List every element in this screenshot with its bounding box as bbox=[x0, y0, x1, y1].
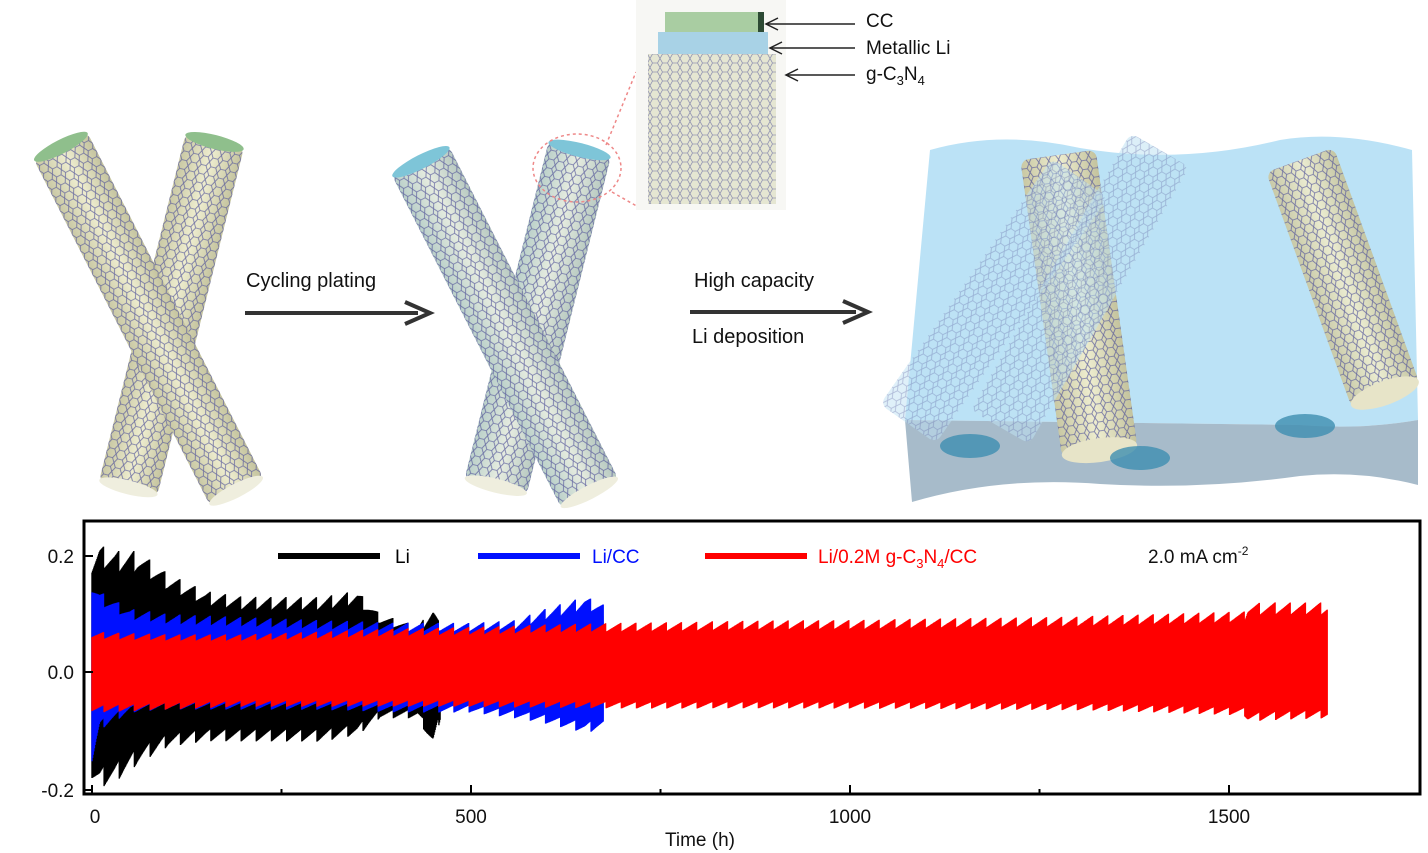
li-deposition-illustration bbox=[883, 135, 1419, 502]
legend-label-li-cc: Li/CC bbox=[592, 547, 640, 568]
step2-label-line2: Li deposition bbox=[692, 326, 805, 348]
legend-label-li: Li bbox=[395, 547, 410, 568]
series-band-0 bbox=[91, 546, 441, 787]
series-1 bbox=[91, 592, 604, 762]
series-fill-1 bbox=[92, 597, 604, 747]
callout-gcn: g-C3N4 bbox=[866, 64, 925, 88]
y-tick-label: 0.2 bbox=[48, 547, 74, 568]
x-axis-label: Time (h) bbox=[665, 830, 735, 851]
schematic-panel bbox=[0, 0, 1419, 509]
arrow-right-icon bbox=[245, 300, 435, 326]
arrow-right-icon-2 bbox=[690, 299, 873, 325]
bare-fibers-illustration bbox=[0, 115, 318, 506]
x-tick-label: 1000 bbox=[829, 807, 871, 828]
layer-structure-inset bbox=[636, 0, 786, 210]
series-band-2 bbox=[91, 602, 1328, 721]
step1-label: Cycling plating bbox=[246, 270, 377, 292]
legend: Li Li/CC Li/0.2M g-C3N4/CC 2.0 mA cm-2 bbox=[278, 544, 1249, 571]
legend-label-li-gcn-cc: Li/0.2M g-C3N4/CC bbox=[818, 547, 977, 571]
series-0 bbox=[91, 546, 441, 787]
plated-fibers-illustration bbox=[392, 71, 641, 509]
series-2 bbox=[91, 602, 1328, 721]
callout-cc: CC bbox=[866, 11, 894, 32]
plot-frame bbox=[82, 519, 1422, 796]
current-density-annotation: 2.0 mA cm-2 bbox=[1148, 544, 1249, 568]
x-tick-label: 1500 bbox=[1208, 807, 1250, 828]
x-tick-label: 0 bbox=[90, 807, 101, 828]
x-tick-label: 500 bbox=[455, 807, 487, 828]
callout-metallic-li: Metallic Li bbox=[866, 38, 951, 59]
series-fill-0 bbox=[92, 569, 441, 765]
y-tick-label: 0.0 bbox=[48, 663, 74, 684]
series-band-1 bbox=[91, 592, 604, 762]
y-tick-label: -0.2 bbox=[41, 781, 74, 802]
callout-arrows bbox=[764, 17, 855, 82]
step2-label-line1: High capacity bbox=[694, 270, 815, 292]
series-fill-2 bbox=[92, 616, 1328, 712]
